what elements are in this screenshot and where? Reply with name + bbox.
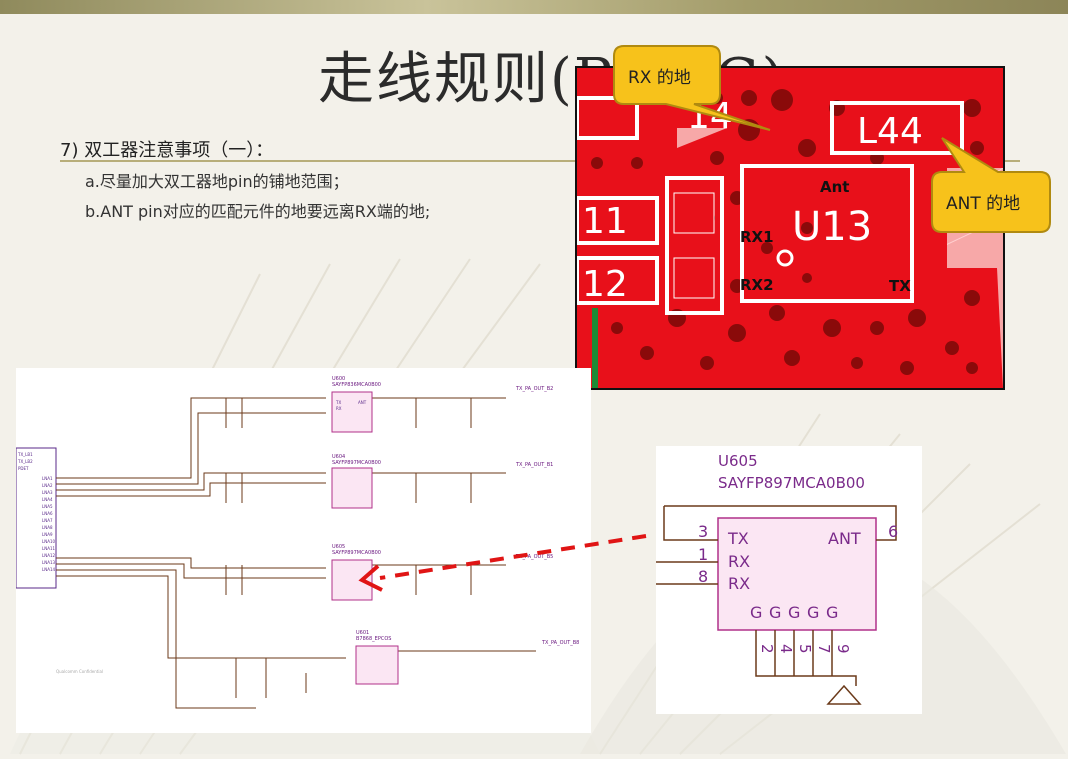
callout-ant-ground: ANT 的地 (931, 137, 1051, 233)
sch-u600-part: SAYFP836MCA0B00 (332, 382, 381, 388)
pcb-label-11: 11 (582, 201, 628, 242)
note-item-a: a.尽量加大双工器地pin的铺地范围； (85, 172, 349, 191)
sch-u605-part: SAYFP897MCA0B00 (332, 550, 381, 556)
detail-part: SAYFP897MCA0B00 (718, 474, 865, 492)
detail-num-tx: 3 (698, 522, 708, 541)
section-heading: 7) 双工器注意事项（一）： (60, 140, 274, 161)
sch-left-label: LNA12 (42, 553, 56, 558)
detail-pin-tx: TX (727, 529, 749, 548)
detail-gnd-g: G (750, 603, 762, 622)
sch-ant-pin: ANT (358, 400, 367, 405)
silkscreen (577, 96, 964, 315)
sch-u604-ref: U604 (332, 454, 345, 460)
sch-left-label: LNA4 (42, 497, 53, 502)
sch-watermark: Qualcomm Confidential (56, 669, 103, 674)
sch-left-label: LNA14 (42, 567, 56, 572)
pcb-layout-view: 14 11 12 L44 U13 Ant RX1 RX2 TX (575, 66, 1005, 390)
sch-left-label: LNA11 (42, 546, 56, 551)
sch-left-label: LNA7 (42, 518, 53, 523)
duplexer-body (717, 517, 877, 631)
pcb-pin-rx2: RX2 (740, 276, 774, 294)
sch-left-label: TX_LB2 (17, 459, 33, 464)
callout-rx-text: RX 的地 (628, 68, 691, 88)
detail-gnd-num: 5 (796, 644, 814, 654)
sch-tx-pin: TX (335, 400, 341, 405)
sch-left-label: LNA6 (42, 511, 53, 516)
top-decor-bar (0, 0, 1068, 14)
sch-left-label: LNA5 (42, 504, 53, 509)
sch-left-label: TX_LB1 (17, 452, 33, 457)
sch-left-label: LNA10 (42, 539, 56, 544)
detail-pin-rx2: RX (728, 574, 750, 593)
pcb-pin-tx: TX (889, 277, 911, 295)
detail-num-rx2: 8 (698, 567, 708, 586)
detail-gnd-g: G (826, 603, 838, 622)
pcb-label-l44: L44 (857, 111, 923, 152)
detail-pin-rx1: RX (728, 552, 750, 571)
detail-gnd-g: G (788, 603, 800, 622)
sch-u604-part: SAYFP897MCA0B00 (332, 460, 381, 466)
sch-u600-ref: U600 (332, 376, 345, 382)
ground-pour (577, 68, 1003, 388)
detail-pin-ant: ANT (828, 529, 861, 548)
sch-left-label: LNA9 (42, 532, 53, 537)
detail-gnd-num: 9 (834, 644, 852, 654)
pcb-label-12: 12 (582, 264, 628, 305)
detail-gnd-num: 4 (777, 644, 795, 654)
sch-pa-out-b8: TX_PA_OUT_B8 (541, 640, 579, 646)
sch-left-label: LNA13 (42, 560, 56, 565)
sch-left-label: PDET (18, 466, 29, 471)
pcb-pin-ant: Ant (820, 178, 849, 196)
detail-gnd-g: G (807, 603, 819, 622)
schematic-full: U600 SAYFP836MCA0B00 U604 SAYFP897MCA0B0… (16, 368, 591, 733)
chip-ref-label: U13 (792, 204, 872, 250)
sch-left-label: LNA2 (42, 483, 53, 488)
detail-num-ant: 6 (888, 522, 898, 541)
detail-num-rx1: 1 (698, 545, 708, 564)
sch-u601-ref: U601 (356, 630, 369, 636)
sch-u601-part: B7868_EPCOS (356, 636, 391, 642)
sch-rx-pin: RX (336, 406, 342, 411)
duplexer-symbol-detail: U605 SAYFP897MCA0B00 3 1 8 6 TX RX RX AN… (656, 446, 922, 714)
detail-gnd-num: 2 (758, 644, 776, 654)
sch-left-label: LNA1 (42, 476, 53, 481)
note-item-b: b.ANT pin对应的匹配元件的地要远离RX端的地; (85, 202, 431, 221)
callout-ant-text: ANT 的地 (946, 194, 1020, 214)
callout-rx-ground: RX 的地 (613, 45, 771, 131)
detail-gnd-num: 7 (815, 644, 833, 654)
sch-left-label: LNA3 (42, 490, 53, 495)
sch-left-label: LNA8 (42, 525, 53, 530)
sch-pa-out-b2: TX_PA_OUT_B2 (515, 386, 553, 392)
pcb-pin-rx1: RX1 (740, 228, 774, 246)
sch-u605-ref: U605 (332, 544, 345, 550)
detail-gnd-g: G (769, 603, 781, 622)
detail-ref: U605 (718, 452, 758, 470)
sch-pa-out-b1: TX_PA_OUT_B1 (515, 462, 553, 468)
title-divider (60, 160, 1020, 162)
sch-pa-out-b5: TX_PA_OUT_B5 (515, 554, 553, 560)
